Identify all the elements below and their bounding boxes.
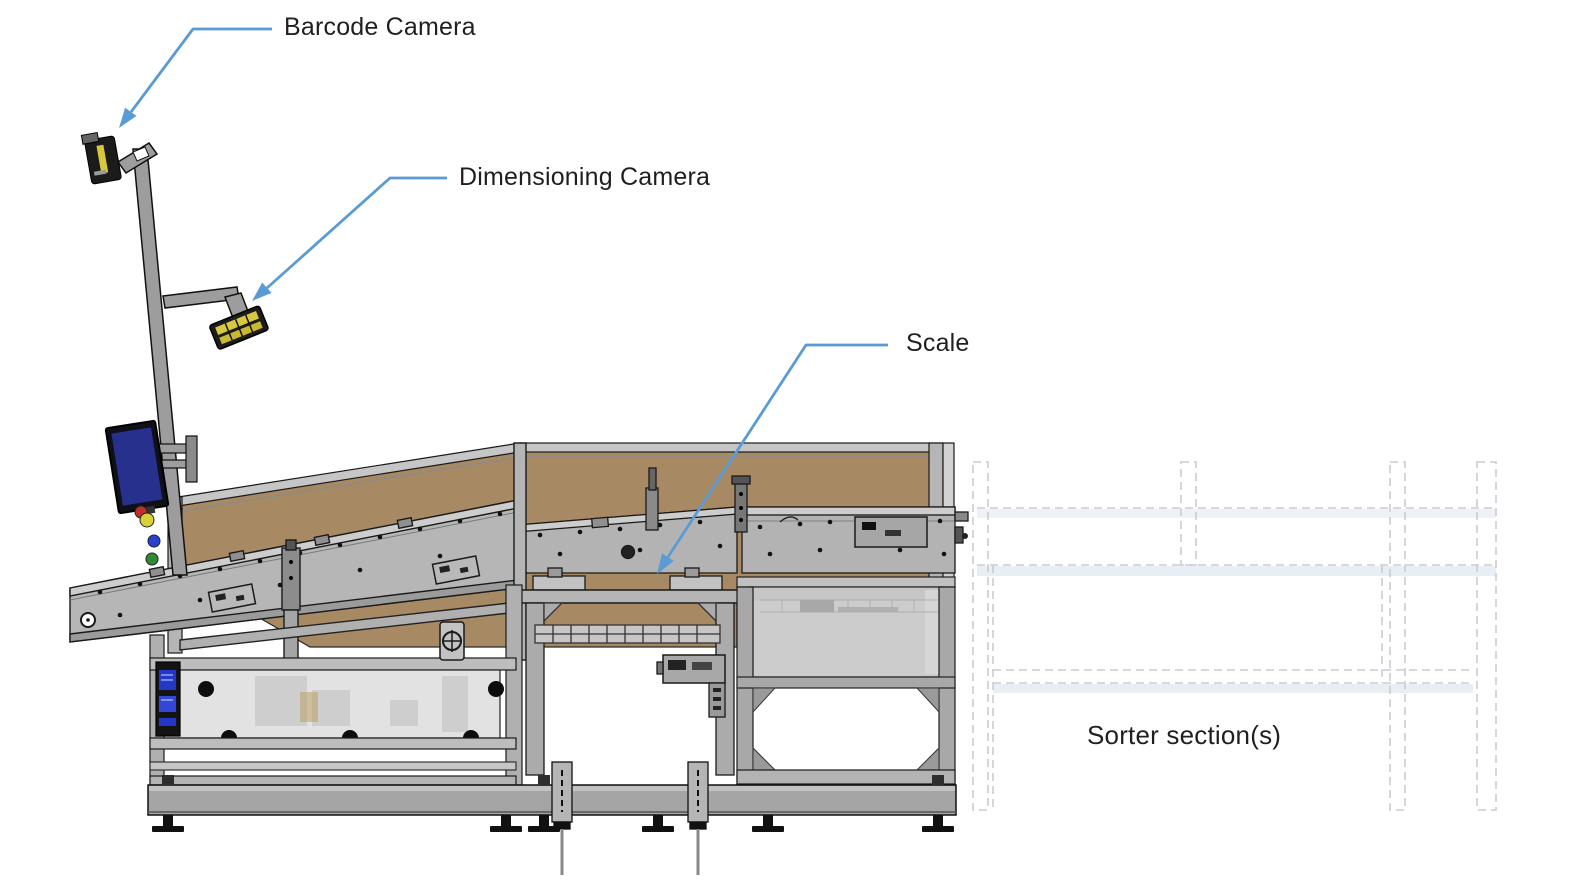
outfeed-conveyor (731, 475, 969, 574)
callout-barcode-camera-leader (119, 27, 272, 128)
operator-monitor (104, 419, 170, 516)
arrowhead-icon (119, 107, 137, 128)
infeed-conveyor (69, 442, 527, 661)
label-dimensioning-camera: Dimensioning Camera (459, 163, 711, 191)
label-sorter-sections: Sorter section(s) (1087, 720, 1282, 750)
callout-dimensioning-camera-leader (252, 176, 447, 301)
callout-scale-leader (657, 343, 888, 574)
dimensioning-camera-device (209, 305, 269, 350)
leveling-feet (152, 775, 954, 832)
right-cabinet (736, 576, 956, 786)
sorter-ghost-outline (972, 461, 1497, 811)
label-barcode-camera: Barcode Camera (284, 13, 476, 41)
label-scale: Scale (906, 329, 970, 357)
arrowhead-icon (657, 553, 674, 574)
arrowhead-icon (252, 282, 272, 301)
scale-support-posts (551, 761, 709, 875)
dimensioning-camera-arm (162, 286, 251, 319)
status-buttons (134, 505, 161, 566)
scale-table (517, 567, 741, 776)
barcode-camera-device (80, 132, 122, 185)
left-cabinet (149, 584, 523, 786)
